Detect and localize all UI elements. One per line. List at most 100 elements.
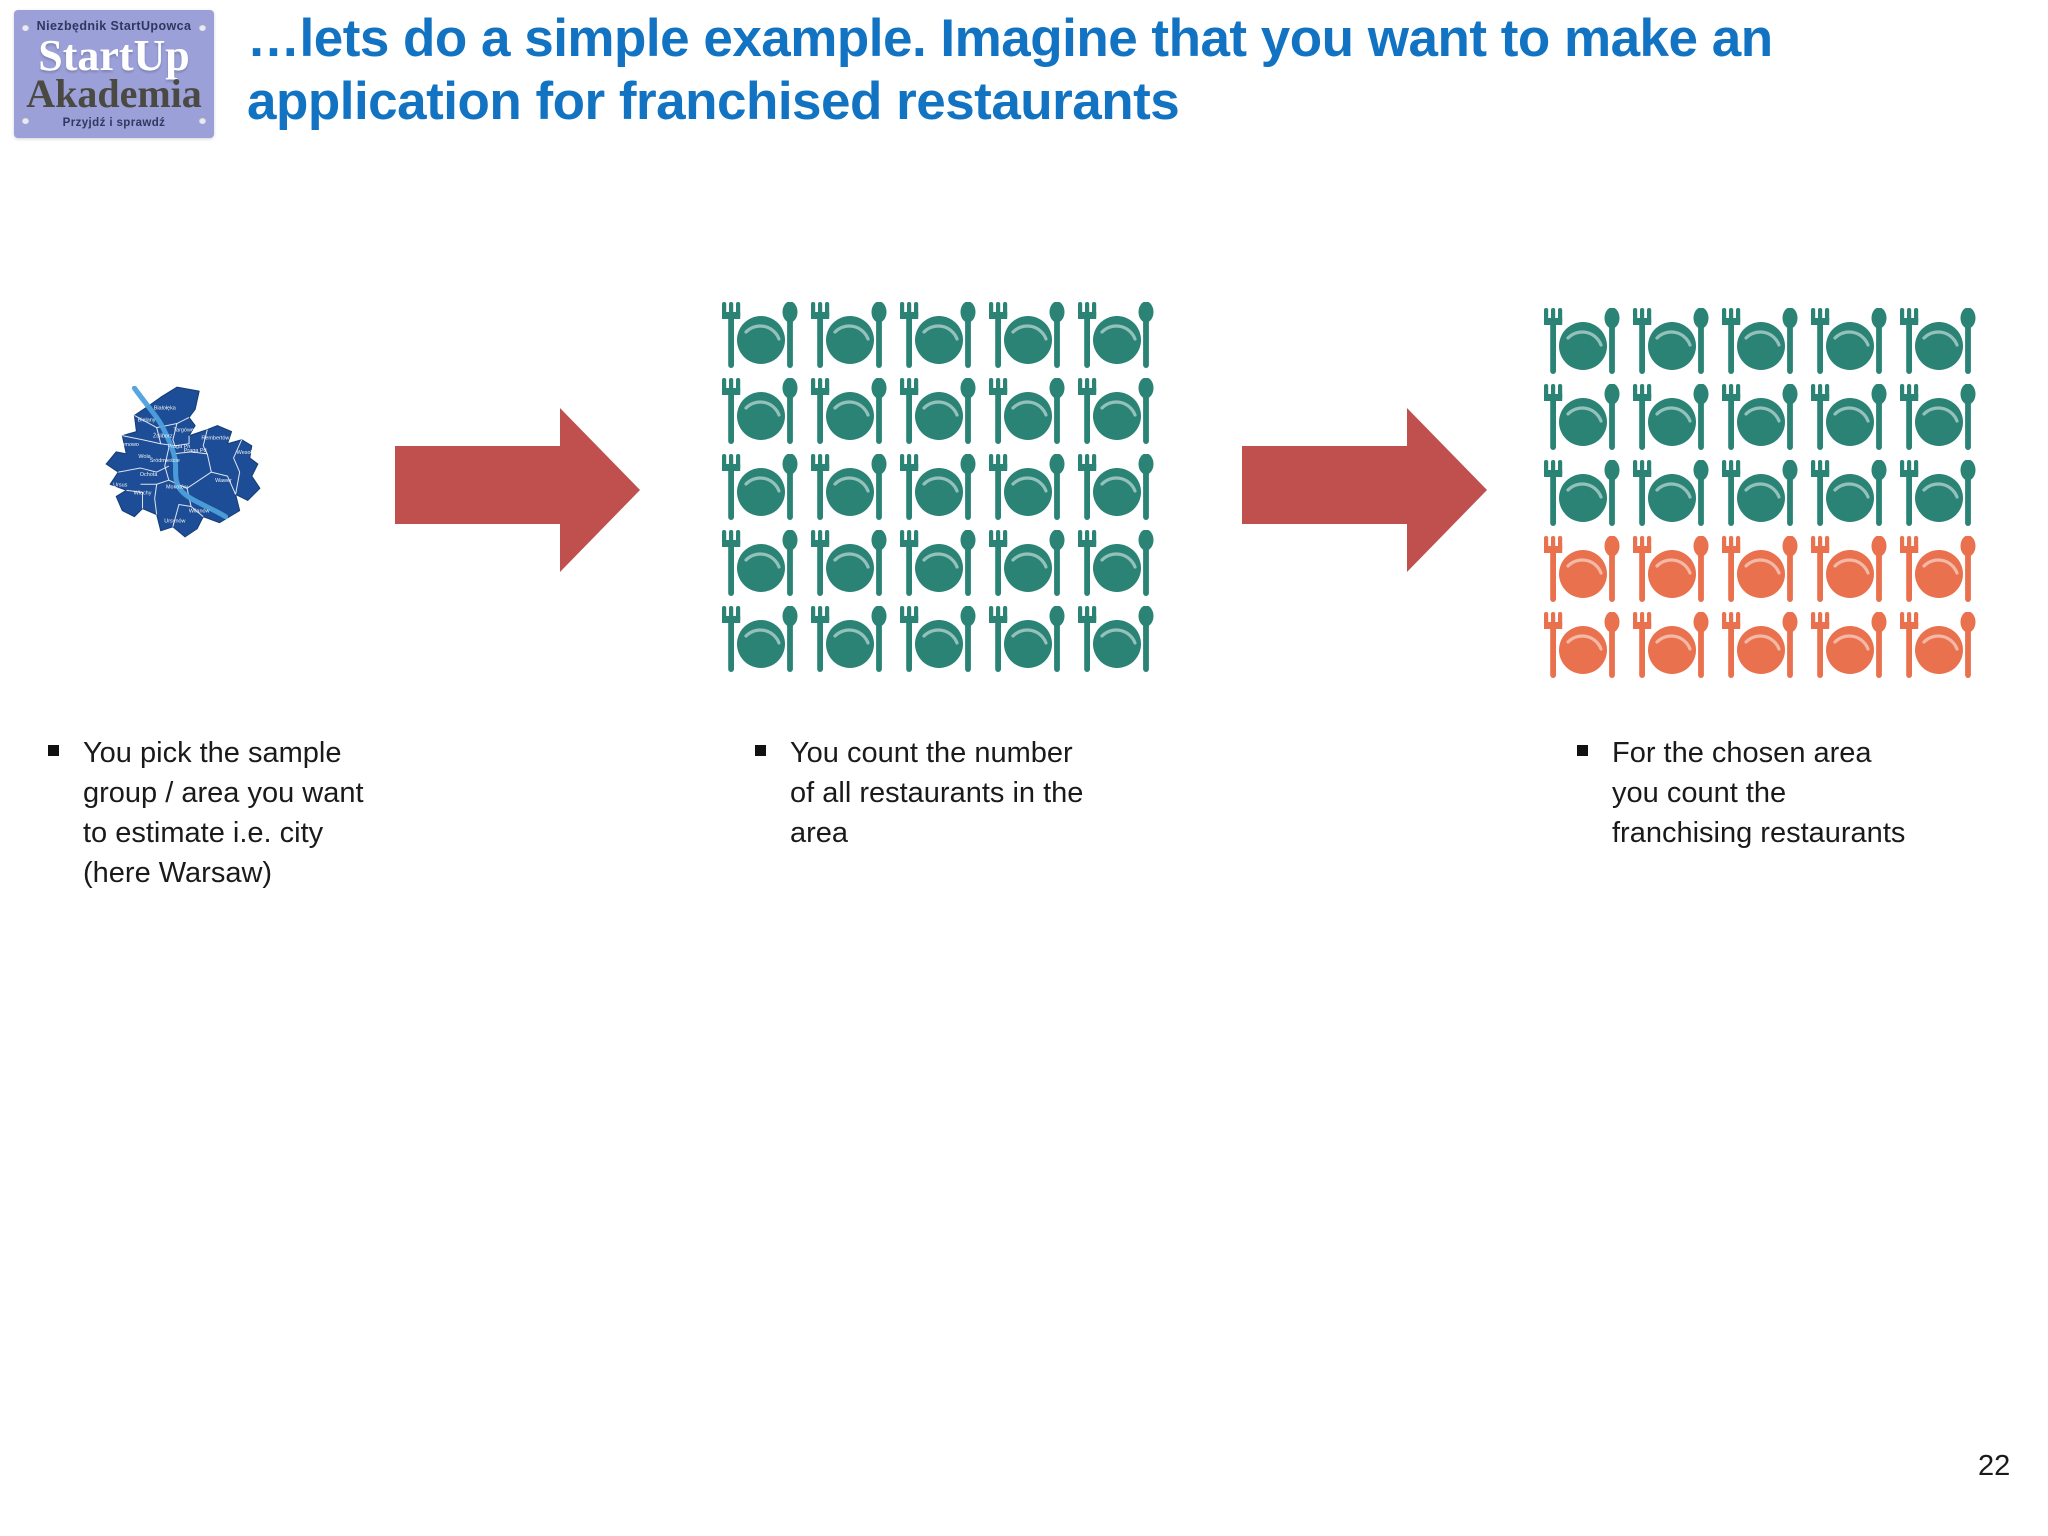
district-label: Wawer (215, 478, 232, 484)
bullet-count-all: You count the number of all restaurants … (755, 733, 1135, 853)
district-borders (118, 415, 243, 527)
restaurant-icon (1898, 612, 1976, 678)
restaurant-icon (1898, 384, 1976, 450)
district-label: Ursynów (164, 519, 185, 525)
flow-arrow-1-shape (395, 408, 640, 572)
vistula-river (131, 386, 229, 520)
restaurant-icon (1720, 612, 1798, 678)
bullet-pick-area: You pick the sample group / area you wan… (48, 733, 388, 893)
district-label: Wola (138, 454, 151, 460)
logo-tagline-bottom: Przyjdź i sprawdź (62, 117, 166, 130)
restaurant-icon (898, 378, 976, 444)
logo-name-line1: StartUp (38, 30, 190, 80)
restaurant-icon (1631, 536, 1709, 602)
restaurant-icon (809, 454, 887, 520)
restaurant-icon (898, 606, 976, 672)
screw-icon (22, 117, 29, 124)
district-label: Mokotów (166, 484, 188, 490)
screw-icon (199, 24, 206, 31)
page-number: 22 (1978, 1450, 2011, 1482)
restaurant-icon (1631, 384, 1709, 450)
restaurant-icon (720, 454, 798, 520)
restaurant-icon (987, 302, 1065, 368)
restaurant-icon (1542, 384, 1620, 450)
restaurant-icon (1809, 308, 1887, 374)
bullet-count-all-text: You count the number of all restaurants … (790, 737, 1084, 849)
flow-arrow-2-shape (1242, 408, 1487, 572)
slide-title: …lets do a simple example. Imagine that … (247, 9, 1773, 131)
flow-arrow-2 (1242, 408, 1487, 572)
restaurant-icon (1076, 378, 1154, 444)
screw-icon (199, 117, 206, 124)
restaurant-icon (1631, 460, 1709, 526)
startup-akademia-logo: Niezbędnik StartUpowca StartUp Akademia … (14, 10, 214, 138)
restaurant-icon (809, 530, 887, 596)
restaurant-icon (1076, 606, 1154, 672)
district-label: Bielany (138, 418, 156, 424)
restaurant-icon (1076, 530, 1154, 596)
restaurant-icon (898, 530, 976, 596)
bullet-pick-area-text: You pick the sample group / area you wan… (83, 737, 364, 889)
restaurant-icon (1809, 612, 1887, 678)
restaurant-icon (987, 530, 1065, 596)
bullet-marker-icon (48, 745, 59, 756)
district-label: Praga Pd (184, 448, 207, 454)
bullet-count-franchising-text: For the chosen area you count the franch… (1612, 737, 1906, 849)
restaurant-icon (1631, 612, 1709, 678)
restaurant-icon (1542, 536, 1620, 602)
logo-tagline-top: Niezbędnik StartUpowca (36, 18, 192, 33)
restaurant-icon (809, 302, 887, 368)
restaurant-icon (720, 378, 798, 444)
district-label: Ursus (113, 482, 128, 488)
restaurant-icon (1542, 308, 1620, 374)
restaurant-icon (1809, 460, 1887, 526)
district-label: Ochota (140, 472, 159, 478)
district-label: Targówek (173, 428, 197, 434)
restaurant-icon (1898, 536, 1976, 602)
district-label: Praga Pn (168, 444, 191, 450)
screw-icon (22, 24, 29, 31)
restaurant-icon (1809, 536, 1887, 602)
restaurant-icon (1542, 460, 1620, 526)
bullet-count-franchising: For the chosen area you count the franch… (1577, 733, 1957, 853)
restaurant-icon (1076, 454, 1154, 520)
restaurant-icon (1720, 536, 1798, 602)
restaurant-icon (1076, 302, 1154, 368)
restaurant-icon (1898, 308, 1976, 374)
restaurant-icon (987, 606, 1065, 672)
restaurant-icon (1720, 384, 1798, 450)
restaurant-grid-franchise (1542, 308, 1976, 678)
restaurant-icon (1809, 384, 1887, 450)
restaurant-icon (1898, 460, 1976, 526)
bullet-marker-icon (755, 745, 766, 756)
restaurant-icon (809, 606, 887, 672)
restaurant-icon (987, 378, 1065, 444)
restaurant-icon (809, 378, 887, 444)
restaurant-icon (1631, 308, 1709, 374)
restaurant-icon (720, 606, 798, 672)
restaurant-icon (1542, 612, 1620, 678)
restaurant-icon (1720, 460, 1798, 526)
flow-arrow-1 (395, 408, 640, 572)
logo-name-line2: Akademia (26, 71, 202, 117)
district-label: Bemowo (118, 442, 139, 448)
district-label: Śródmieście (150, 456, 180, 464)
bullet-marker-icon (1577, 745, 1588, 756)
district-label: Żoliborz (153, 433, 173, 440)
restaurant-grid-all (720, 302, 1154, 672)
restaurant-icon (987, 454, 1065, 520)
district-label: Wilanów (189, 509, 210, 515)
restaurant-icon (720, 530, 798, 596)
restaurant-icon (720, 302, 798, 368)
district-label: Wesoła (237, 450, 256, 456)
restaurant-icon (898, 454, 976, 520)
restaurant-icon (1720, 308, 1798, 374)
district-label: Rembertów (201, 436, 229, 442)
restaurant-icon (898, 302, 976, 368)
district-label: Białołęka (154, 405, 177, 411)
warsaw-land (105, 386, 261, 538)
